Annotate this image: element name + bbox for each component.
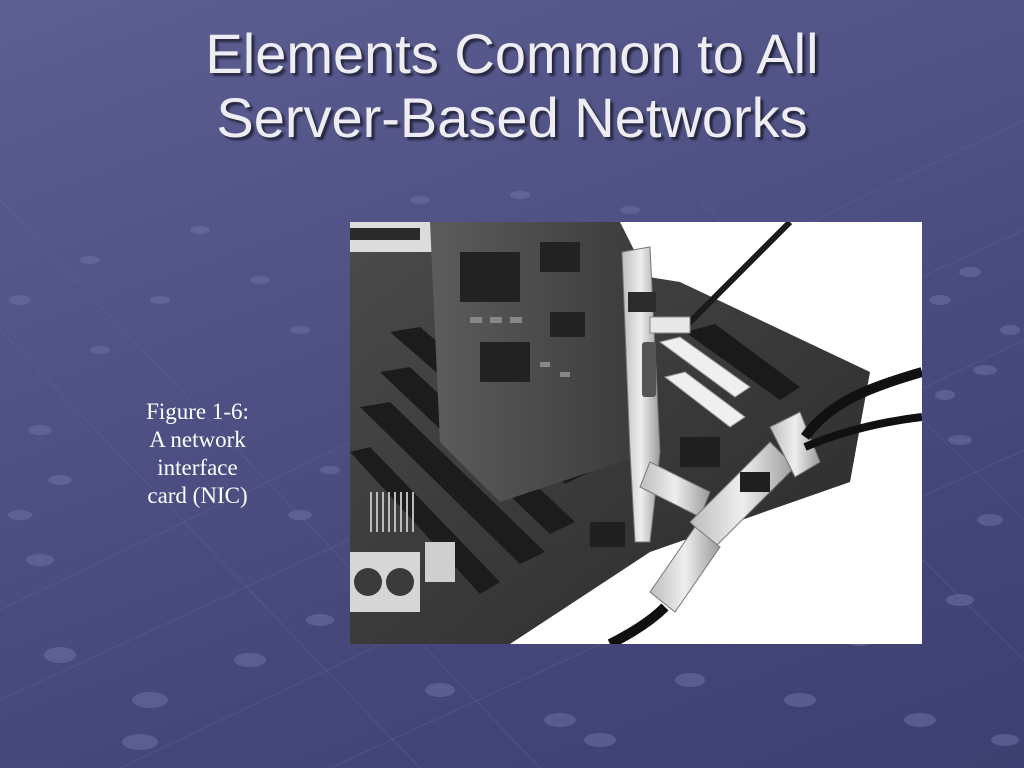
board-connectors (350, 492, 455, 612)
pci-slots (658, 336, 751, 428)
slide-title: Elements Common to All Server-Based Netw… (0, 22, 1024, 150)
caption-line-1: Figure 1-6: (146, 399, 249, 424)
coax-cable-bottom (607, 603, 669, 644)
figure-caption: Figure 1-6: A network interface card (NI… (110, 398, 285, 510)
title-line-1: Elements Common to All (205, 22, 819, 85)
caption-line-4: card (NIC) (147, 483, 248, 508)
caption-line-3: interface (157, 455, 238, 480)
t-connector (639, 411, 821, 613)
coax-cable-right (800, 367, 922, 440)
nic-illustration (350, 222, 922, 644)
nic-photo (350, 222, 922, 644)
twisted-pair-cable (677, 222, 793, 335)
title-line-2: Server-Based Networks (216, 86, 808, 149)
caption-line-2: A network (149, 427, 246, 452)
